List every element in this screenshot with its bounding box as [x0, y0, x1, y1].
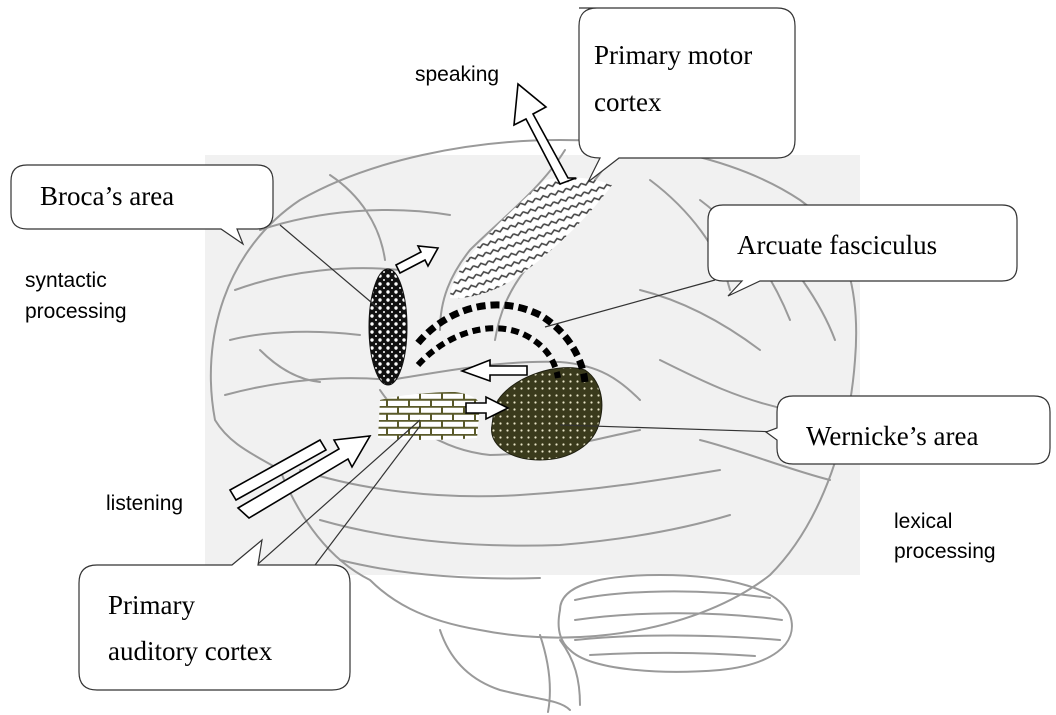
callout-brocas-area: Broca’s area	[11, 165, 273, 244]
wernickes-area-label: Wernicke’s area	[806, 421, 978, 451]
primary-auditory-cortex-label-line-2: auditory cortex	[108, 636, 273, 666]
arcuate-fasciculus-label: Arcuate fasciculus	[737, 230, 937, 260]
callout-wernickes-area: Wernicke’s area	[766, 396, 1050, 464]
primary-motor-cortex-label-line-1: Primary motor	[594, 40, 752, 70]
callout-arcuate-fasciculus: Arcuate fasciculus	[708, 205, 1017, 296]
speaking-label: speaking	[415, 63, 499, 86]
callout-primary-motor-cortex: Primary motor cortex	[579, 8, 795, 182]
brocas-area-region	[369, 269, 407, 385]
lexical-processing-label-line-1: lexical	[894, 510, 952, 533]
syntactic-processing-label-line-1: syntactic	[25, 269, 107, 292]
lexical-processing-label-line-2: processing	[894, 540, 996, 563]
primary-auditory-cortex-region	[378, 392, 480, 440]
listening-label: listening	[106, 492, 183, 515]
brocas-area-label: Broca’s area	[40, 181, 174, 211]
syntactic-processing-label-line-2: processing	[25, 300, 127, 323]
primary-motor-cortex-label-line-2: cortex	[594, 87, 662, 117]
primary-auditory-cortex-label-line-1: Primary	[108, 590, 195, 620]
